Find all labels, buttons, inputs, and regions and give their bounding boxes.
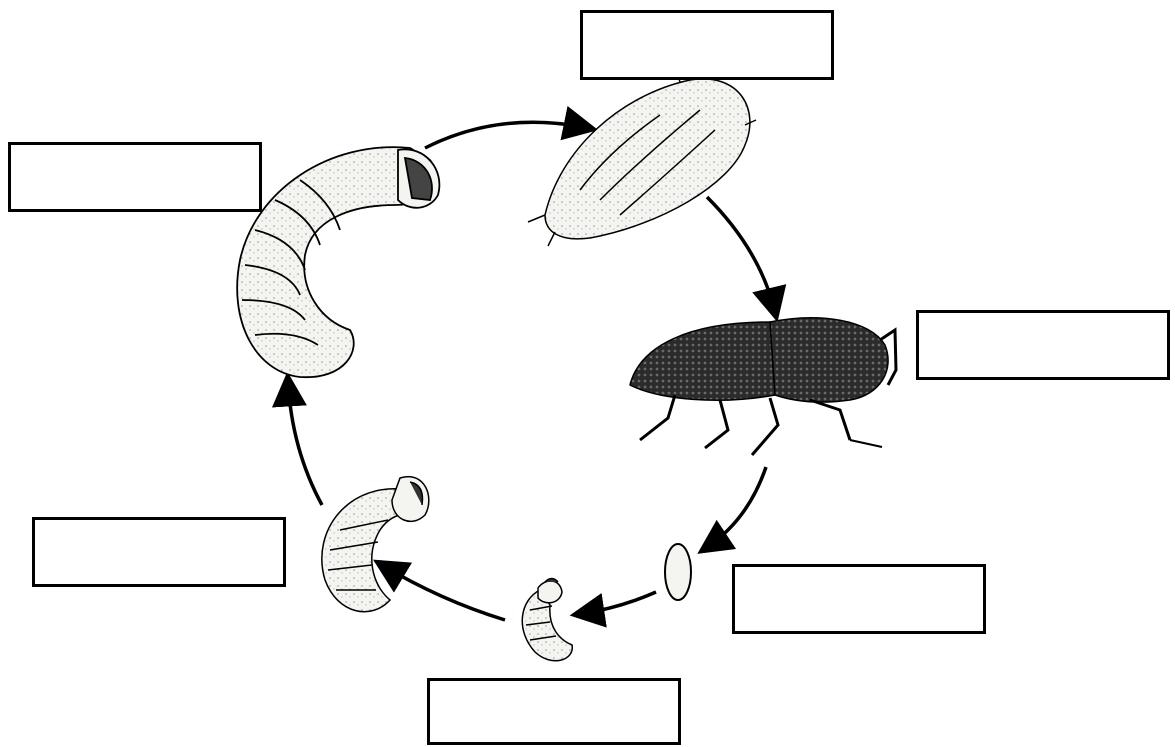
label-box-growing-larva[interactable]: [32, 517, 286, 587]
medium-larva-illustration: [322, 477, 429, 612]
beetle-illustration: [630, 318, 896, 455]
arrow-pupa-to-adult: [707, 197, 775, 312]
label-box-egg[interactable]: [732, 564, 986, 634]
label-box-adult[interactable]: [916, 310, 1170, 380]
label-box-young-larva[interactable]: [427, 678, 681, 745]
pupa-illustration: [528, 66, 756, 246]
label-box-pupa[interactable]: [580, 10, 834, 80]
arrow-larva-to-pupa: [425, 122, 588, 148]
arrow-growing-to-mature-larva: [288, 382, 322, 505]
egg-illustration: [665, 544, 691, 600]
arrow-egg-to-young-larva: [580, 592, 656, 614]
large-larva-illustration: [237, 147, 439, 377]
arrow-young-to-growing-larva: [382, 565, 505, 620]
label-box-mature-larva[interactable]: [8, 142, 262, 212]
small-larva-illustration: [522, 579, 572, 661]
arrow-adult-to-egg: [706, 467, 766, 548]
